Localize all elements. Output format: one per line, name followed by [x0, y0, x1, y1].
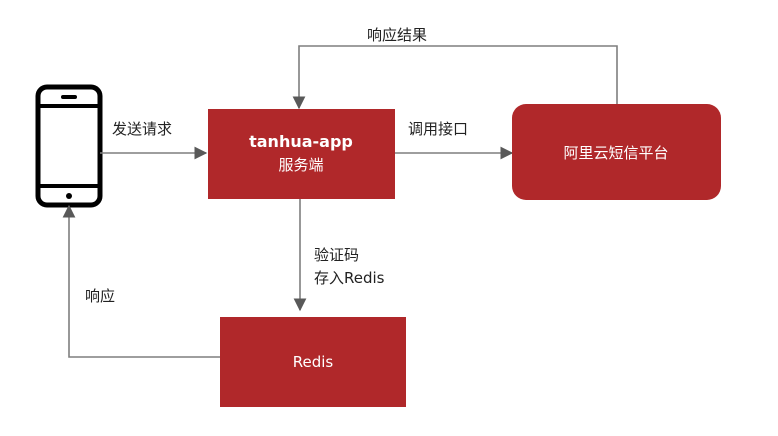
edge-response-result: [292, 45, 618, 110]
edge-label-call-api: 调用接口: [408, 120, 468, 138]
node-app-server: tanhua-app 服务端: [208, 109, 395, 199]
node-sms-platform-label: 阿里云短信平台: [563, 144, 668, 162]
edge-label-store-code-line2: 存入Redis: [314, 269, 385, 287]
node-redis: Redis: [220, 317, 406, 407]
node-app-server-line1: tanhua-app: [249, 132, 353, 151]
node-app-server-line2: 服务端: [278, 156, 323, 174]
edge-label-store-code-line1: 验证码: [314, 246, 359, 264]
node-sms-platform: 阿里云短信平台: [512, 104, 721, 200]
mobile-phone-icon: [35, 84, 103, 208]
edge-label-response-result: 响应结果: [367, 26, 427, 44]
edge-label-response: 响应: [85, 287, 115, 305]
node-redis-label: Redis: [293, 353, 334, 371]
edge-label-send-request: 发送请求: [112, 120, 172, 138]
edge-response: [62, 204, 220, 358]
